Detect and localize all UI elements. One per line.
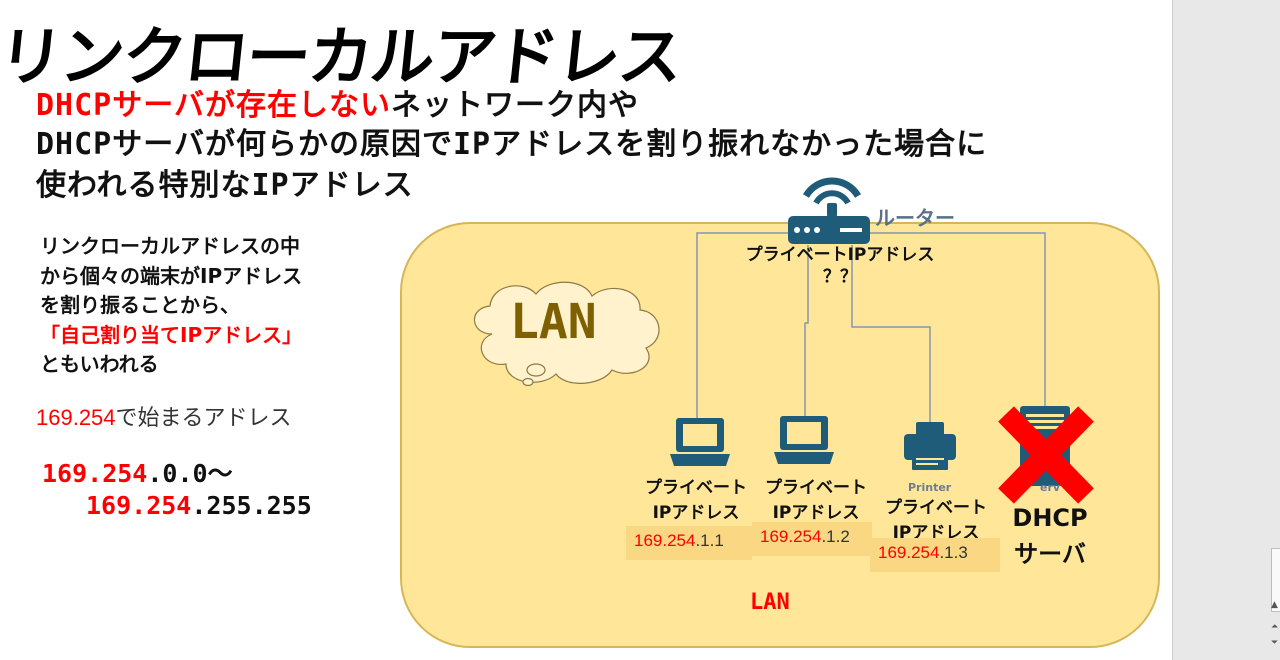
server-caption: erv (1040, 481, 1061, 494)
slide-canvas: リンクローカルアドレス DHCPサーバが存在しないネットワーク内や DHCPサー… (0, 21, 1160, 648)
cloud-icon (473, 281, 660, 387)
device-1-label: プライベート IPアドレス (636, 476, 756, 526)
device-1-ip-red: 169.254 (634, 531, 696, 550)
device-2-ip-red: 169.254 (760, 527, 822, 546)
left-line-2: から個々の端末がIPアドレス (40, 263, 303, 288)
device-3-ip-red: 169.254 (878, 543, 940, 562)
range-note-rest: で始まるアドレス (115, 406, 292, 431)
scroll-up-arrow[interactable]: ▲ (1271, 600, 1278, 610)
range-end-rest: .255.255 (191, 491, 312, 520)
lead-line-1: DHCPサーバが存在しないネットワーク内や (36, 80, 639, 124)
left-line-4-red: 「自己割り当てIPアドレス」 (40, 322, 303, 347)
scroll-next-arrow[interactable]: ⏷ (1271, 638, 1279, 648)
range-start: 169.254.0.0〜 (42, 454, 233, 490)
cloud-label: LAN (510, 294, 597, 350)
range-note-num: 169.254 (36, 405, 116, 430)
cable-laptop-2 (804, 245, 809, 420)
printer-caption: Printer (908, 481, 952, 494)
router-ip-label: プライベートIPアドレス ？？ (733, 244, 947, 288)
device-2-label: プライベート IPアドレス (756, 476, 876, 526)
device-1-line-2: IPアドレス (652, 503, 740, 523)
scroll-prev-arrow[interactable]: ⏶ (1271, 622, 1279, 632)
device-3-ip-rest: .1.3 (939, 543, 968, 562)
left-line-3: を割り振ることから、 (40, 293, 240, 317)
cable-laptop-1 (696, 232, 790, 420)
left-line-5: ともいわれる (40, 352, 159, 376)
lead-line-1-rest: ネットワーク内や (390, 88, 639, 123)
device-3-ip: 169.254.1.3 (870, 538, 1000, 572)
range-note: 169.254で始まるアドレス (36, 400, 292, 432)
router-ip-line-1: プライベートIPアドレス (745, 245, 935, 265)
range-end: 169.254.255.255 (86, 491, 312, 520)
range-end-red: 169.254 (86, 491, 192, 520)
lead-red-text: DHCPサーバが存在しない (36, 88, 391, 123)
cross-icon (998, 406, 1094, 504)
range-start-rest: .0.0〜 (147, 459, 233, 488)
lan-bottom-label: LAN (750, 590, 790, 615)
router-ip-line-2: ？？ (823, 267, 857, 287)
device-2-ip-rest: .1.2 (821, 527, 850, 546)
laptop-icon (774, 416, 834, 464)
dhcp-line-2: サーバ (1014, 540, 1086, 568)
printer-icon (904, 422, 956, 470)
device-2-line-2: IPアドレス (772, 503, 860, 523)
lead-line-2: DHCPサーバが何らかの原因でIPアドレスを割り振れなかった場合に (36, 127, 988, 162)
left-line-1: リンクローカルアドレスの中 (40, 234, 300, 258)
scrollbar-thumb[interactable] (1271, 548, 1280, 612)
network-diagram-lines (696, 232, 1046, 422)
router-label: ルーター (875, 206, 955, 230)
router-icon (788, 177, 870, 244)
dhcp-server-label: DHCP サーバ (1010, 500, 1090, 572)
side-pane: ▲ ⏶ ⏷ (1172, 0, 1280, 660)
cable-server (870, 232, 1046, 408)
cable-printer (851, 245, 931, 422)
device-1-ip-rest: .1.1 (695, 531, 724, 550)
device-1-ip: 169.254.1.1 (626, 526, 752, 560)
network-cables (696, 232, 1046, 422)
device-3-line-1: プライベート (885, 498, 987, 518)
laptop-icon (670, 418, 730, 466)
dhcp-line-1: DHCP (1012, 504, 1088, 532)
device-2-ip: 169.254.1.2 (752, 522, 872, 556)
lead-line-3: 使われる特別なIPアドレス (36, 168, 414, 203)
lan-cloud: LAN (462, 276, 672, 396)
device-1-line-1: プライベート (645, 478, 747, 498)
left-description: リンクローカルアドレスの中 から個々の端末がIPアドレス を割り振ることから、 … (40, 232, 302, 380)
range-start-red: 169.254 (42, 459, 148, 488)
device-2-line-1: プライベート (765, 478, 867, 498)
